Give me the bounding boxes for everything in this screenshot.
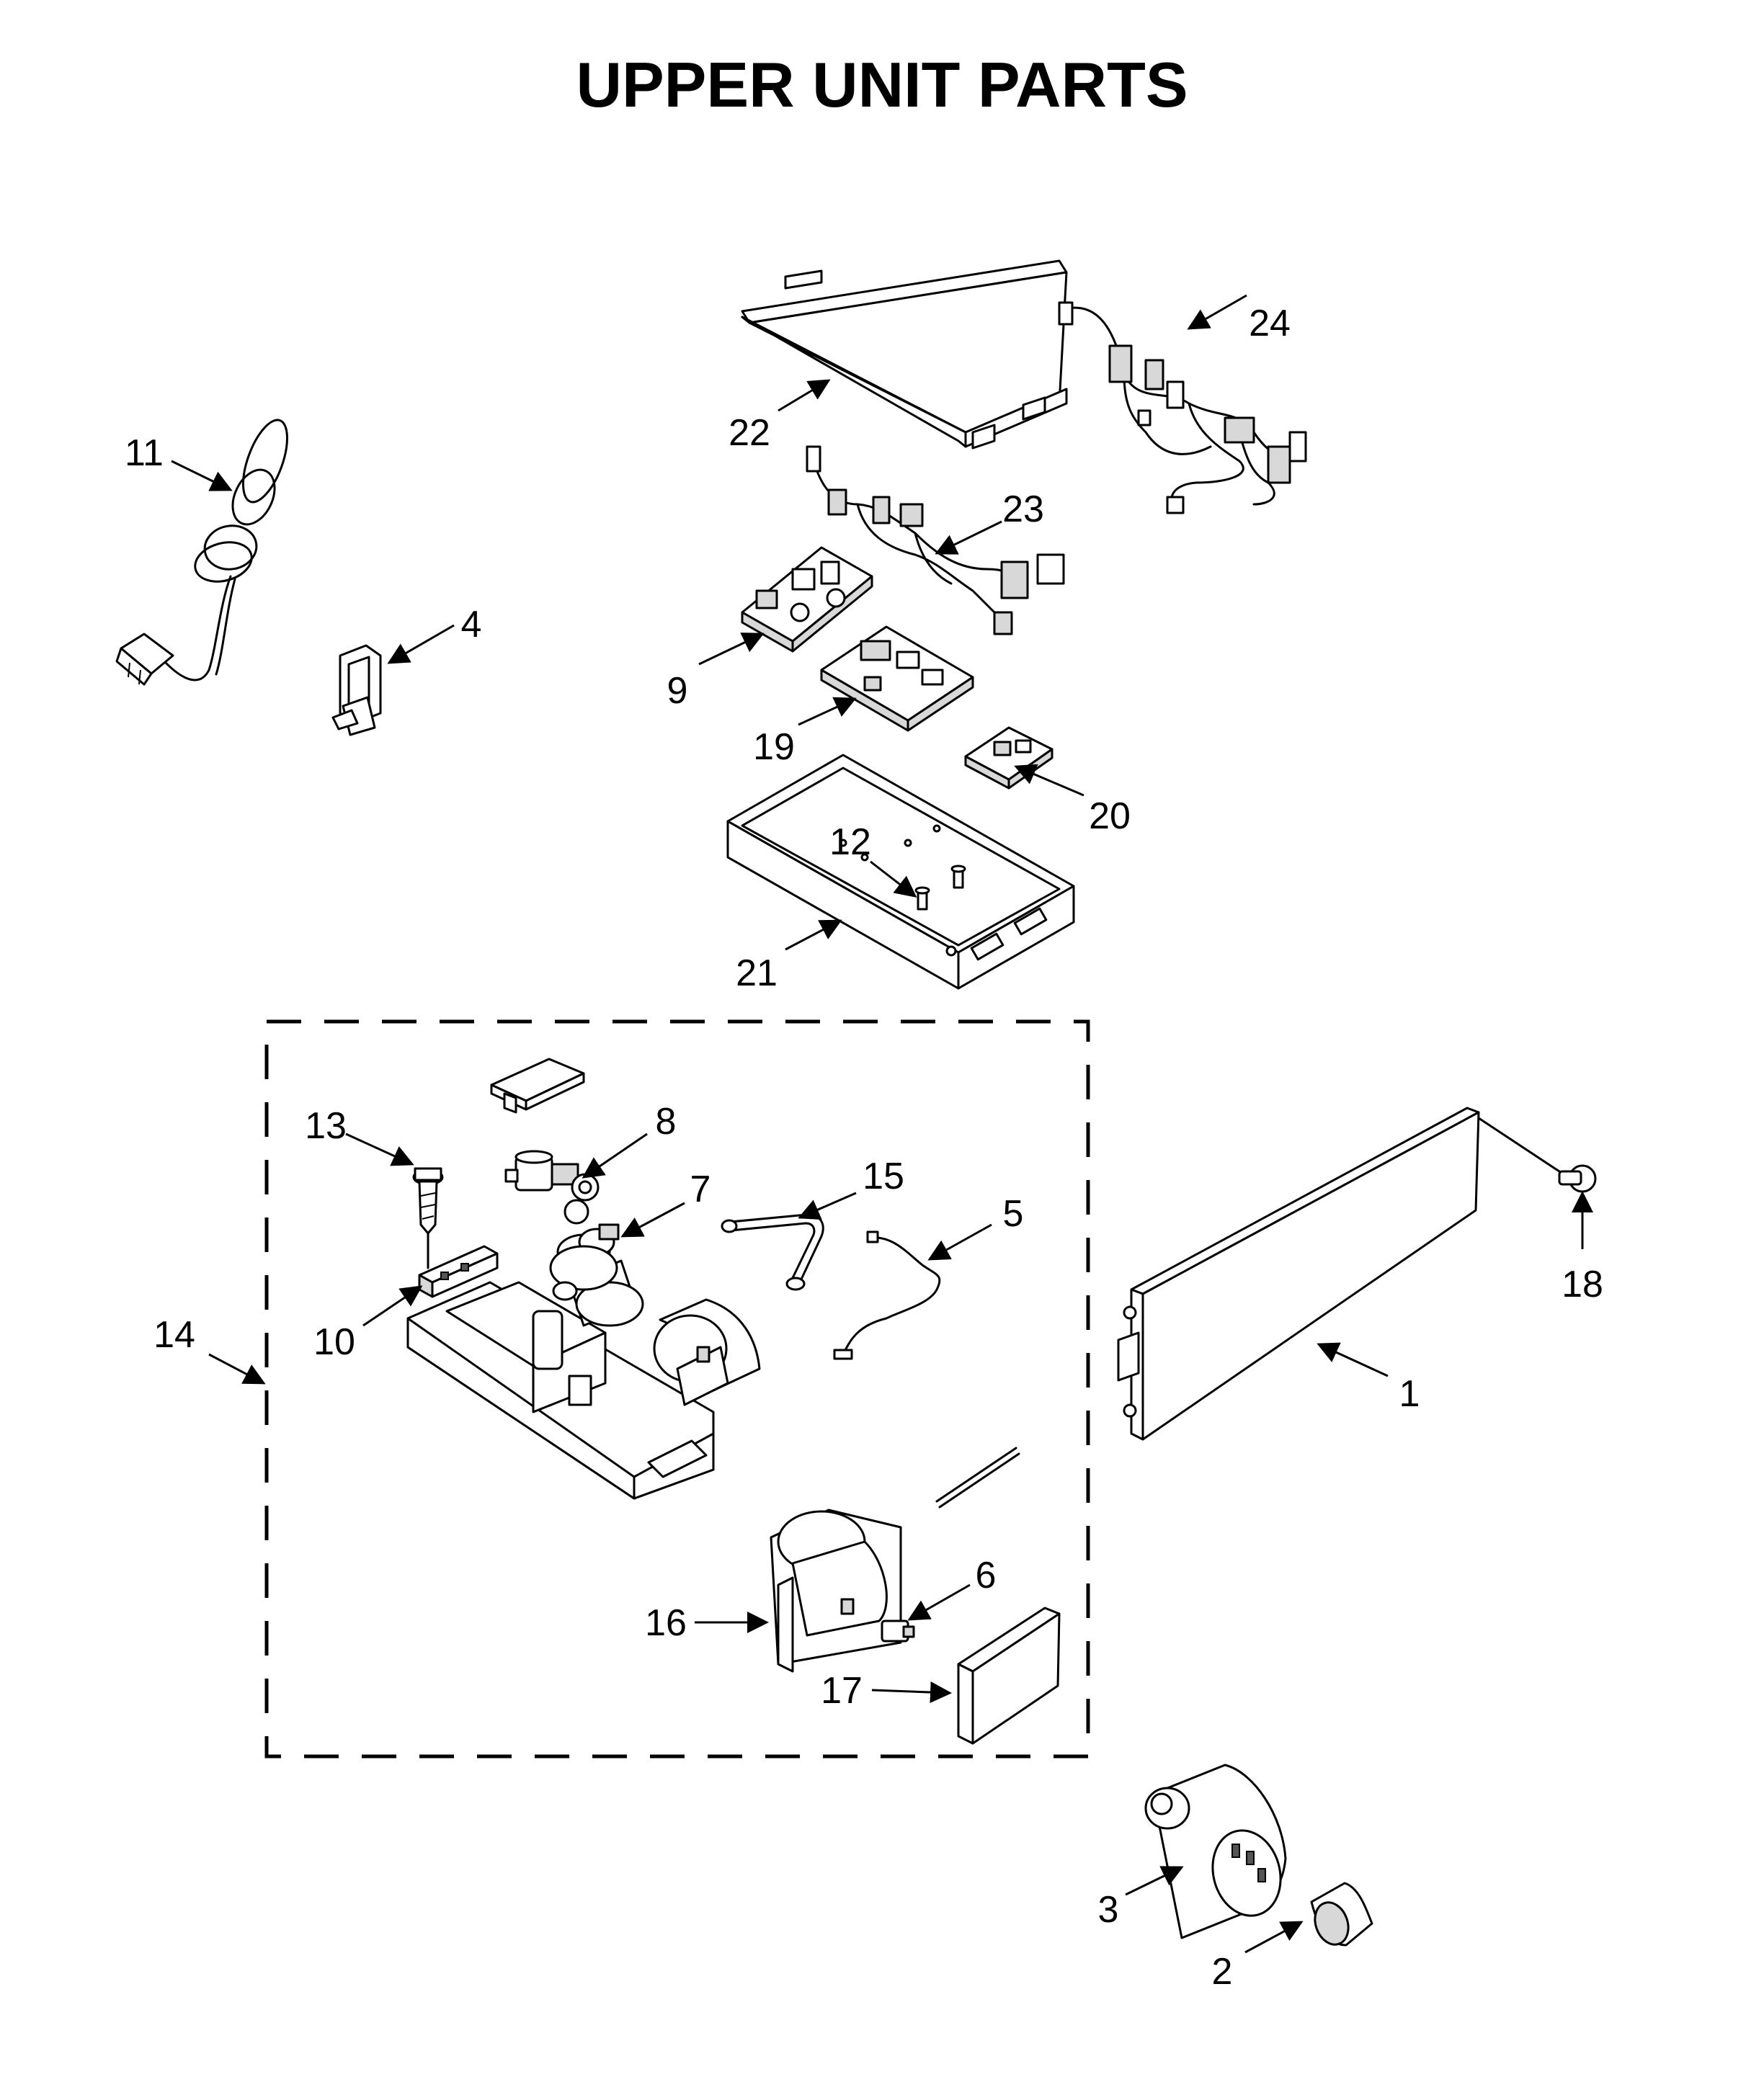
part-3-water-filter[interactable] [1144,1764,1290,1939]
part-18-screw[interactable] [1477,1117,1597,1193]
callout-17: 17 [821,1670,863,1712]
callout-2: 2 [1212,1951,1233,1993]
leader-10 [362,1285,423,1327]
part-24-wire-harness[interactable] [1058,301,1307,514]
callout-15: 15 [863,1156,904,1197]
leader-1 [1317,1342,1389,1377]
callout-7: 7 [690,1169,711,1210]
dispenser-housing[interactable] [406,1281,715,1500]
part-22-cover-plate[interactable] [741,259,1068,450]
leader-2 [1244,1921,1304,1954]
leader-12 [870,860,917,898]
callout-3: 3 [1098,1889,1119,1931]
callout-10: 10 [313,1321,355,1363]
leader-5 [927,1223,992,1261]
part-2-filter-cap[interactable] [1309,1882,1373,1949]
part-1-front-panel[interactable] [1117,1107,1480,1441]
part-12-standoff[interactable] [914,864,966,911]
callout-13: 13 [305,1105,347,1147]
leader-22 [778,379,831,412]
diagram-title: UPPER UNIT PARTS [576,49,1188,120]
part-8-bracket-cover[interactable] [490,1058,585,1114]
leader-15 [798,1192,857,1220]
callout-19: 19 [753,726,795,768]
leader-6 [907,1583,971,1621]
leader-3 [1125,1866,1184,1896]
part-8-water-valve[interactable] [504,1150,600,1225]
part-20-sensor-board[interactable] [964,726,1054,790]
part-19-electronic-control-board[interactable] [820,625,974,732]
callout-16: 16 [645,1602,687,1644]
callout-18: 18 [1562,1264,1603,1305]
fan-shroud-sleeve[interactable] [653,1298,761,1406]
part-14-group-frame [264,1019,1090,1759]
leader-11 [171,460,233,491]
leader-lines [171,294,1593,1954]
part-5-thermistor[interactable] [833,1230,941,1360]
leader-14 [208,1353,266,1385]
callout-1: 1 [1399,1373,1420,1415]
part-21-control-housing[interactable] [726,754,1075,990]
callout-14: 14 [153,1314,195,1356]
part-13-screw[interactable] [412,1167,444,1235]
leader-4 [387,624,455,664]
part-23-wire-harness[interactable] [806,445,1065,635]
leader-17 [871,1681,952,1703]
leader-9 [698,633,765,666]
leader-13 [345,1132,414,1166]
callout-21: 21 [736,952,778,994]
callout-labels: 11 4 22 24 23 9 19 20 12 21 13 8 7 15 5 … [125,303,1603,1993]
shaft-rod[interactable] [935,1447,1020,1509]
callout-6: 6 [976,1555,997,1596]
part-4-cord-clip[interactable] [331,644,382,736]
part-11-power-cord[interactable] [115,414,296,686]
leader-8 [582,1132,648,1179]
part-9-power-control-board[interactable] [741,546,873,653]
leader-21 [785,919,842,951]
callout-23: 23 [1002,488,1044,530]
callout-5: 5 [1003,1193,1024,1235]
part-17-cover[interactable] [957,1607,1061,1745]
part-6-door-switch[interactable] [881,1619,915,1643]
part-16-fan-housing[interactable] [770,1509,902,1673]
callout-9: 9 [667,670,688,712]
callout-12: 12 [829,821,871,863]
callout-11: 11 [125,432,164,474]
callout-20: 20 [1089,795,1131,837]
leader-19 [798,697,857,726]
leader-20 [1014,764,1084,797]
part-7-auger-motor[interactable] [549,1223,644,1327]
leader-7 [620,1202,685,1238]
callout-8: 8 [656,1101,677,1143]
part-10-dispenser-switch[interactable] [418,1232,499,1298]
callout-22: 22 [729,412,770,454]
leader-23 [935,520,1002,555]
callout-24: 24 [1249,303,1291,344]
callout-4: 4 [461,604,482,645]
leader-24 [1187,294,1247,330]
